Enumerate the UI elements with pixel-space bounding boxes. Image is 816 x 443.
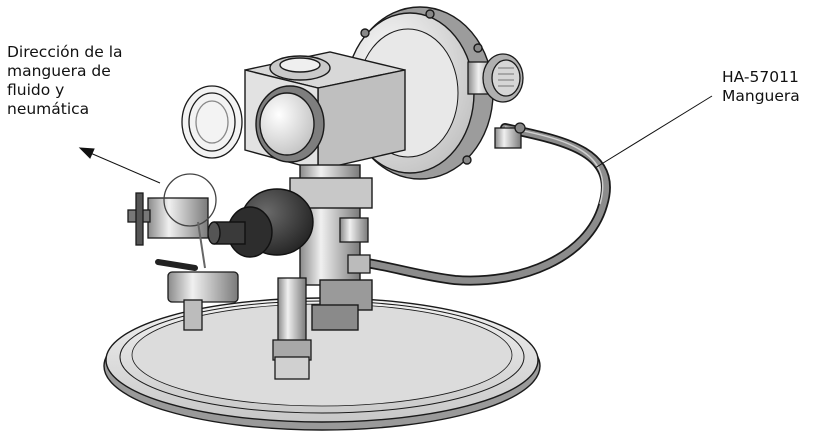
hose-leader-line bbox=[594, 95, 713, 169]
drum-cover bbox=[103, 297, 541, 431]
direction-callout-line-4: neumática bbox=[7, 100, 90, 118]
direction-arrow-head bbox=[78, 147, 95, 159]
left-pressure-gauge bbox=[181, 85, 243, 159]
direction-callout-line-2: manguera de bbox=[7, 62, 111, 80]
right-fittings bbox=[339, 122, 526, 274]
hose-callout: HA-57011 Manguera bbox=[722, 68, 800, 106]
lower-ball-valve bbox=[155, 259, 239, 331]
right-pressure-gauge bbox=[467, 53, 524, 103]
direction-callout: Dirección de la manguera de fluido y neu… bbox=[7, 43, 123, 119]
black-regulator bbox=[207, 188, 314, 258]
hose-label: Manguera bbox=[722, 87, 800, 105]
direction-callout-line-3: fluido y bbox=[7, 81, 65, 99]
left-valve bbox=[127, 173, 217, 269]
fluid-outlet-tube bbox=[272, 277, 312, 380]
direction-arrow bbox=[87, 151, 161, 184]
callout-leaders bbox=[78, 95, 713, 184]
direction-callout-line-1: Dirección de la bbox=[7, 43, 123, 61]
sight-window bbox=[255, 85, 325, 163]
hose-part-number: HA-57011 bbox=[722, 68, 799, 86]
